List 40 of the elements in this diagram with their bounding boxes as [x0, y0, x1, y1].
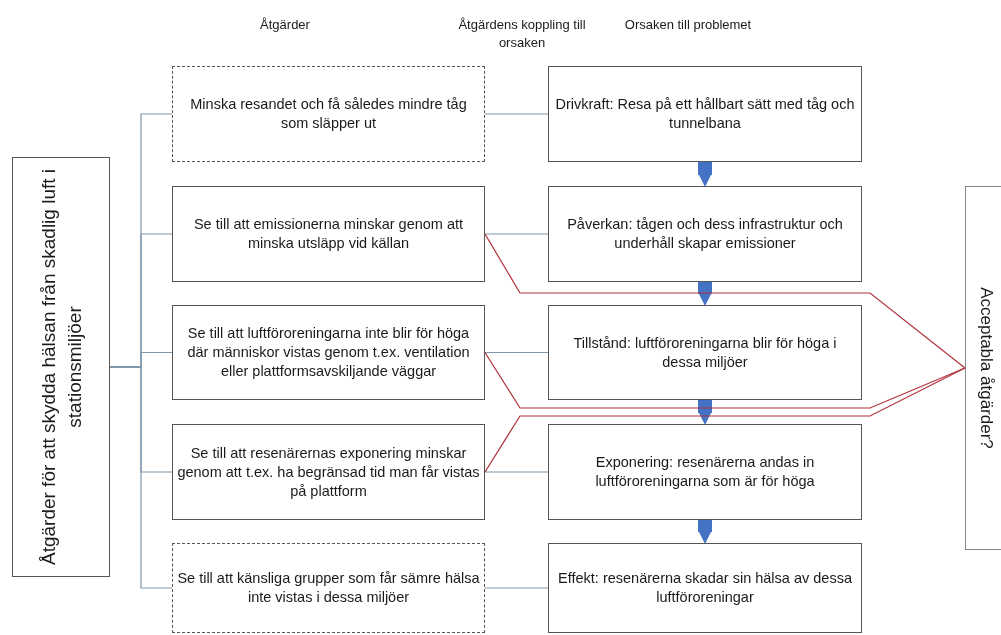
connector-line	[484, 233, 966, 369]
column-heading: Orsaken till problemet	[623, 16, 753, 34]
box-label: Påverkan: tågen och dess infrastruktur och underhåll skapar emissioner	[566, 215, 844, 253]
box-label: Exponering: resenärerna andas in luftföroreningarna som är för höga	[594, 453, 816, 491]
connector-line	[484, 351, 966, 409]
text-box	[172, 543, 485, 633]
text-box	[172, 66, 485, 162]
text-box	[548, 186, 862, 282]
side-box	[12, 157, 110, 577]
connector-line	[484, 471, 549, 473]
text-box	[548, 305, 862, 400]
block-arrow	[698, 400, 712, 425]
text-box	[172, 305, 485, 400]
text-box	[172, 186, 485, 282]
box-label: Se till att luftföroreningarna inte blir för höga där människor vistas genom t.ex. ventilation eller plattformsavskiljande väggar	[186, 324, 471, 381]
box-label: Se till att resenärernas exponering minskar genom att t.ex. ha begränsad tid man får vistas på plattform	[176, 443, 481, 501]
text-box	[548, 424, 862, 520]
connector-line	[109, 366, 173, 589]
block-arrow	[698, 520, 712, 544]
box-label: Minska resandet och få således mindre tåg som släpper ut	[189, 95, 468, 133]
box-label: Effekt: resenärerna skadar sin hälsa av dessa luftföroreningar	[557, 569, 853, 607]
box-label: Tillstånd: luftföroreningarna blir för höga i dessa miljöer	[572, 333, 838, 372]
box-label: Se till att emissionerna minskar genom att minska utsläpp vid källan	[192, 215, 465, 253]
connector-line	[484, 367, 966, 473]
column-heading: Åtgärder	[259, 16, 311, 34]
text-box	[548, 66, 862, 162]
block-arrow	[698, 282, 712, 306]
box-label: Drivkraft: Resa på ett hållbart sätt med tåg och tunnelbana	[554, 95, 856, 133]
connector-line	[484, 587, 549, 589]
block-arrow	[698, 162, 712, 187]
box-label: Acceptabla åtgärder?	[976, 286, 997, 451]
column-heading: Åtgärdens koppling till orsaken	[457, 16, 587, 52]
connector-line	[484, 113, 549, 115]
connector-line	[484, 351, 549, 354]
connector-line	[484, 233, 549, 235]
box-label: Åtgärder för att skydda hälsan från skadlig luft i stationsmiljöer	[37, 168, 86, 567]
text-box	[548, 543, 862, 633]
text-box	[172, 424, 485, 520]
side-box	[965, 186, 1001, 550]
box-label: Se till att känsliga grupper som får sämre hälsa inte vistas i dessa miljöer	[176, 569, 481, 607]
